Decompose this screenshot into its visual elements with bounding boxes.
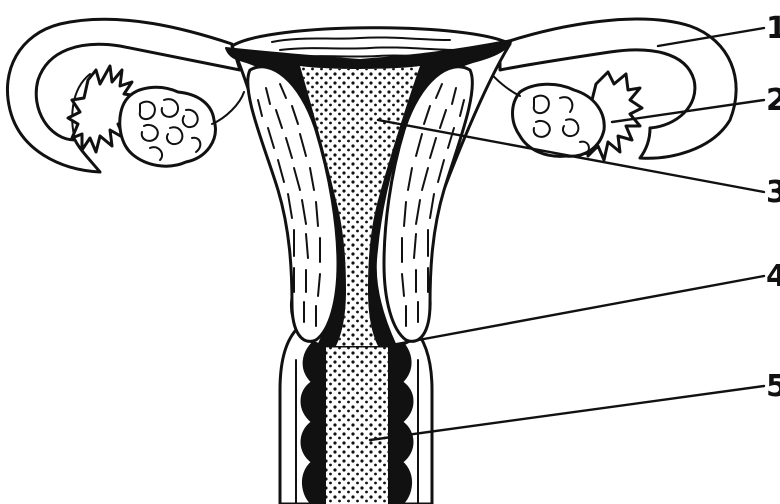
vagina [280,326,432,504]
label-1: 1 [766,11,780,46]
leader-4 [386,276,764,346]
left-ovary [120,87,244,166]
label-3: 3 [766,175,780,210]
label-2: 2 [766,83,780,118]
label-5: 5 [766,369,780,404]
label-4: 4 [766,259,780,294]
uterus-body [226,28,512,346]
